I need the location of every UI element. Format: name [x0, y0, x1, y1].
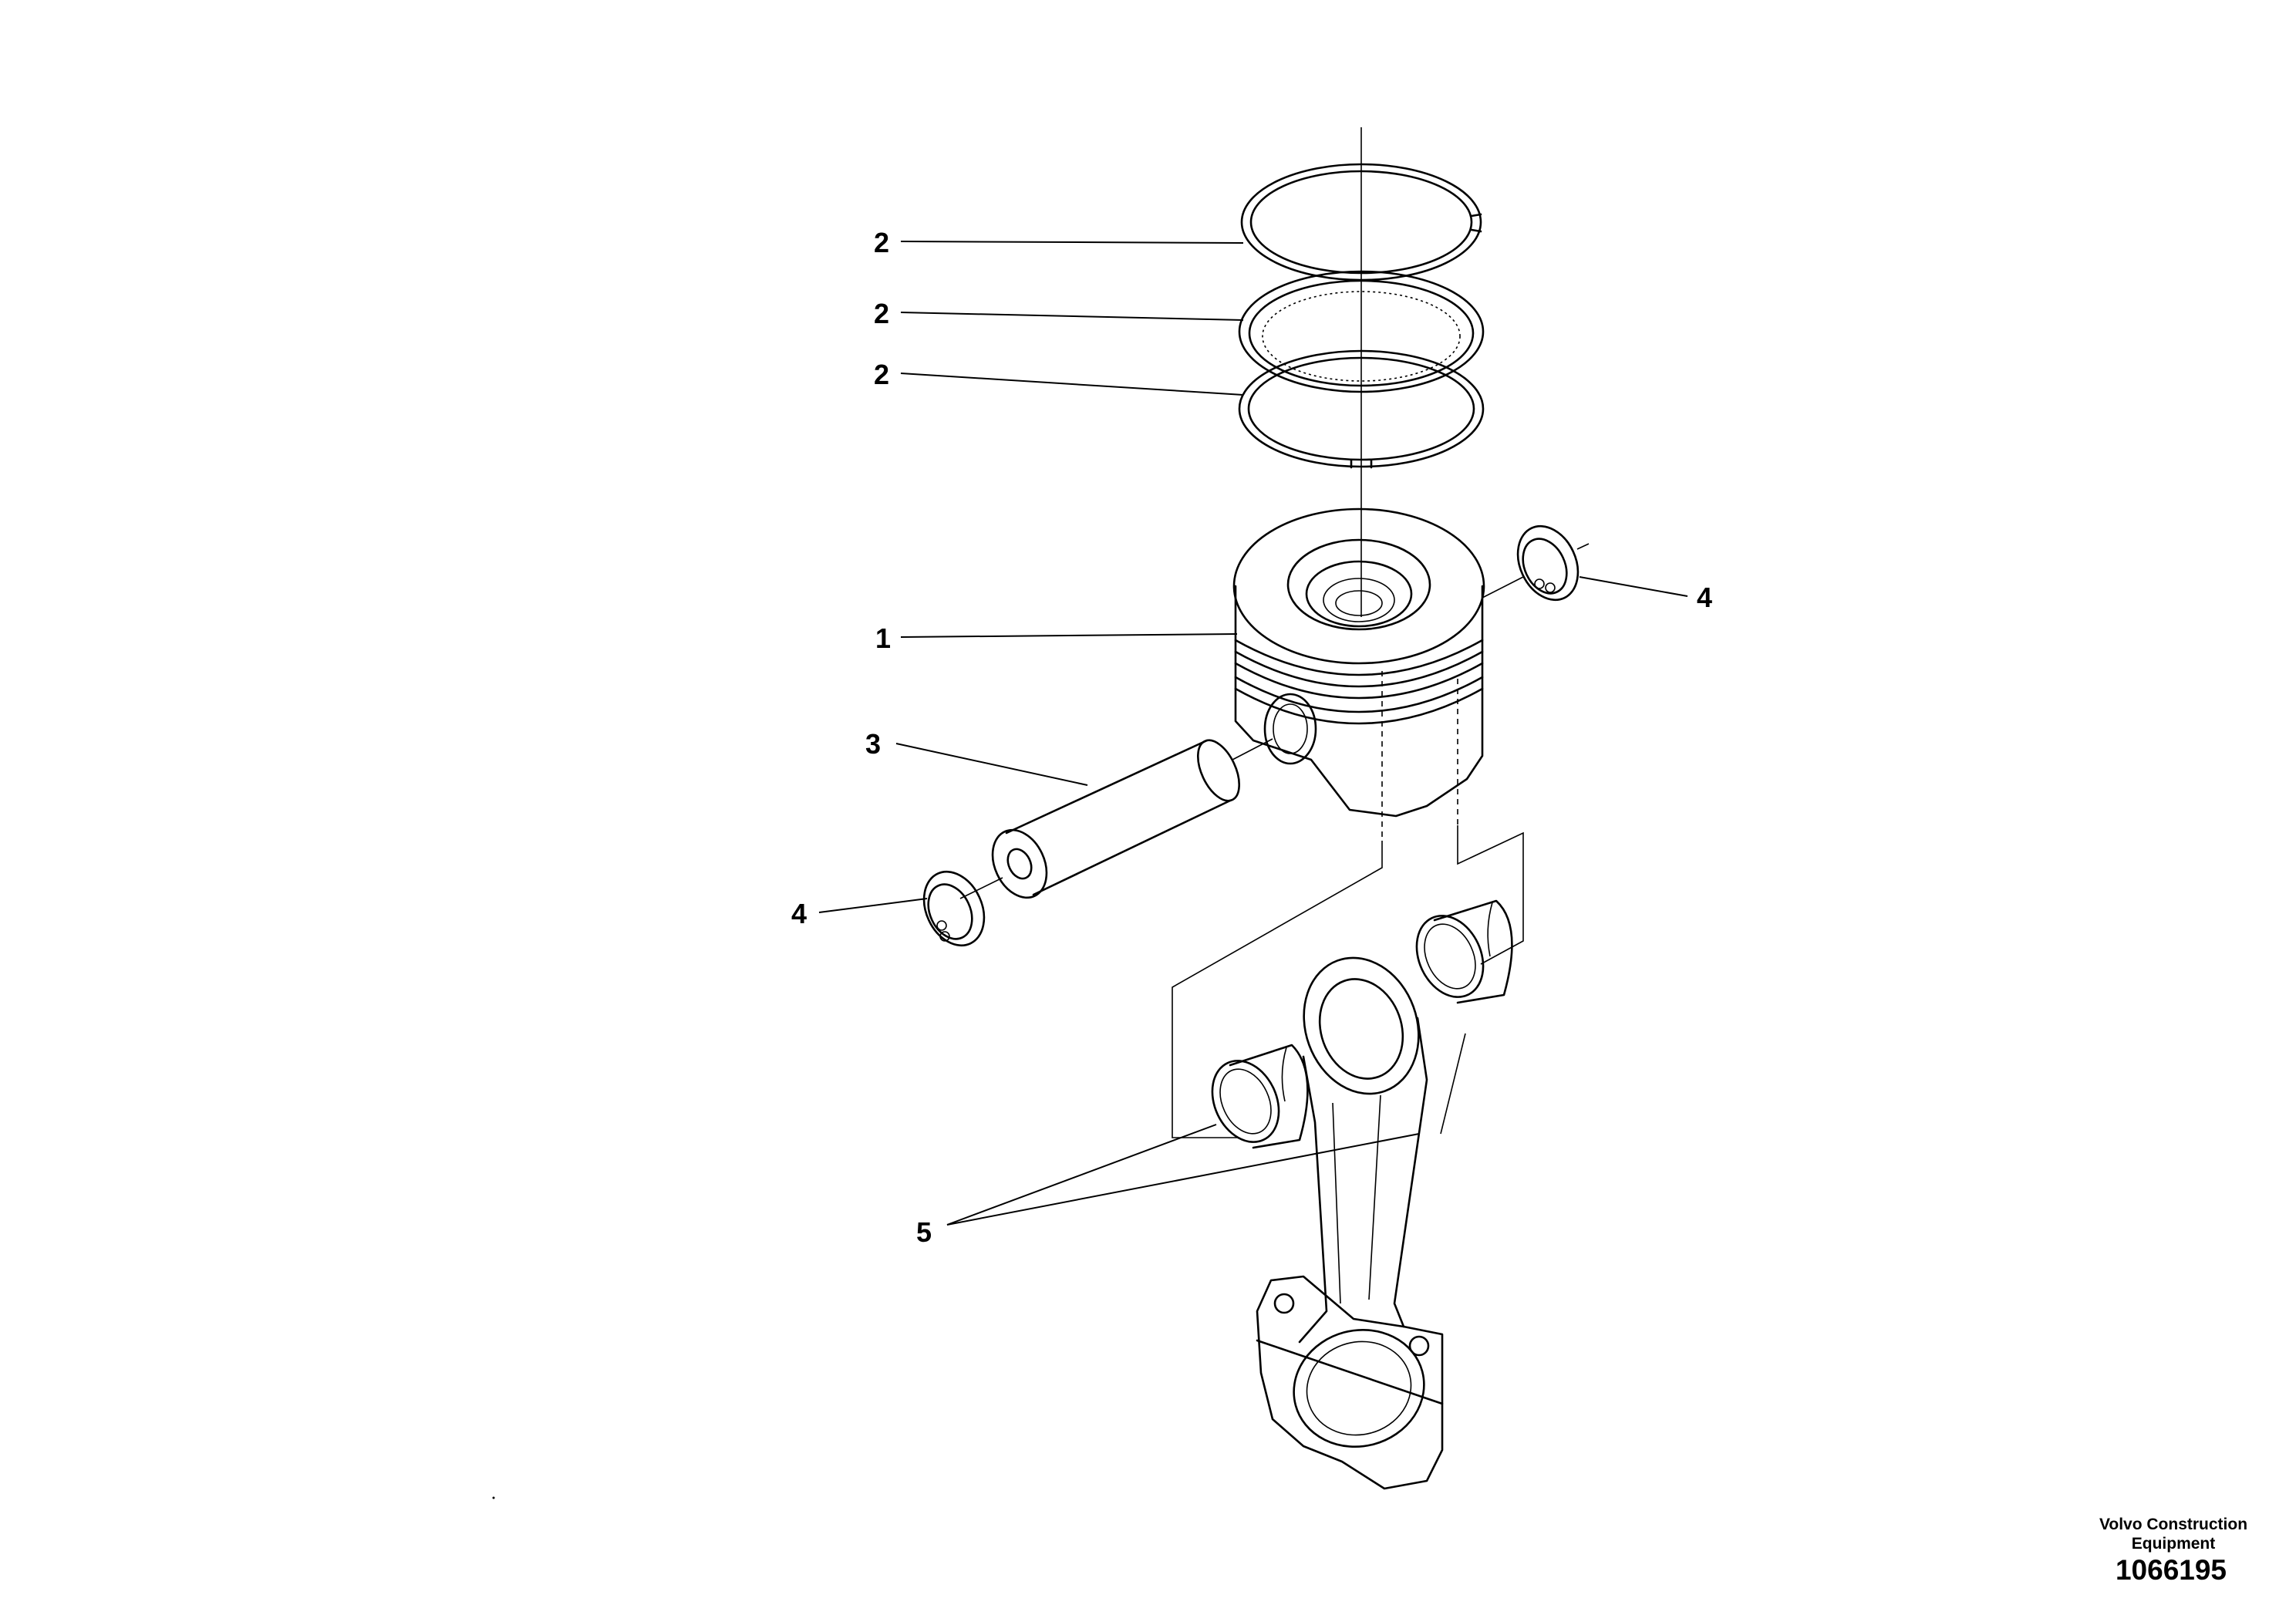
- callout-circlip-right: 4: [1579, 576, 1712, 613]
- callout-piston: 1: [875, 622, 1238, 654]
- callout-label-piston-pin: 3: [865, 728, 881, 760]
- credit-line-2: Equipment: [2132, 1535, 2216, 1553]
- callout-label-ring-middle: 2: [874, 298, 889, 329]
- explode-guide-lower: [1440, 1033, 1466, 1135]
- callout-ring-middle: 2: [874, 298, 1244, 329]
- figure-number: 1066195: [2116, 1554, 2227, 1586]
- piston-pin: [959, 738, 1273, 899]
- piston: [1232, 508, 1485, 841]
- bushing-left: [1211, 1044, 1309, 1149]
- callout-label-piston: 1: [875, 622, 891, 654]
- stray-dot: [492, 1496, 495, 1499]
- explode-guide-left: [1172, 841, 1383, 1138]
- callout-label-bushings: 5: [916, 1216, 932, 1248]
- piston-ring-middle: [1238, 270, 1485, 393]
- callout-label-circlip-left: 4: [791, 898, 807, 929]
- circlip-left: [922, 870, 986, 947]
- callout-ring-top: 2: [874, 227, 1244, 258]
- callout-label-ring-bottom: 2: [874, 359, 889, 390]
- callout-label-circlip-right: 4: [1697, 582, 1712, 613]
- callout-circlip-left: 4: [791, 898, 928, 929]
- connecting-rod: [1256, 956, 1444, 1490]
- explode-guide-right: [1457, 825, 1524, 965]
- callout-bushings: 5: [916, 1124, 1420, 1248]
- publisher-credit: Volvo Construction Equipment 1066195: [2099, 1516, 2247, 1586]
- circlip-right: [1482, 524, 1590, 602]
- callout-ring-bottom: 2: [874, 359, 1244, 396]
- piston-ring-bottom: [1238, 349, 1485, 469]
- credit-line-1: Volvo Construction: [2099, 1516, 2247, 1533]
- callout-label-ring-top: 2: [874, 227, 889, 258]
- callout-piston-pin: 3: [865, 728, 1088, 786]
- bushing-right: [1415, 899, 1513, 1004]
